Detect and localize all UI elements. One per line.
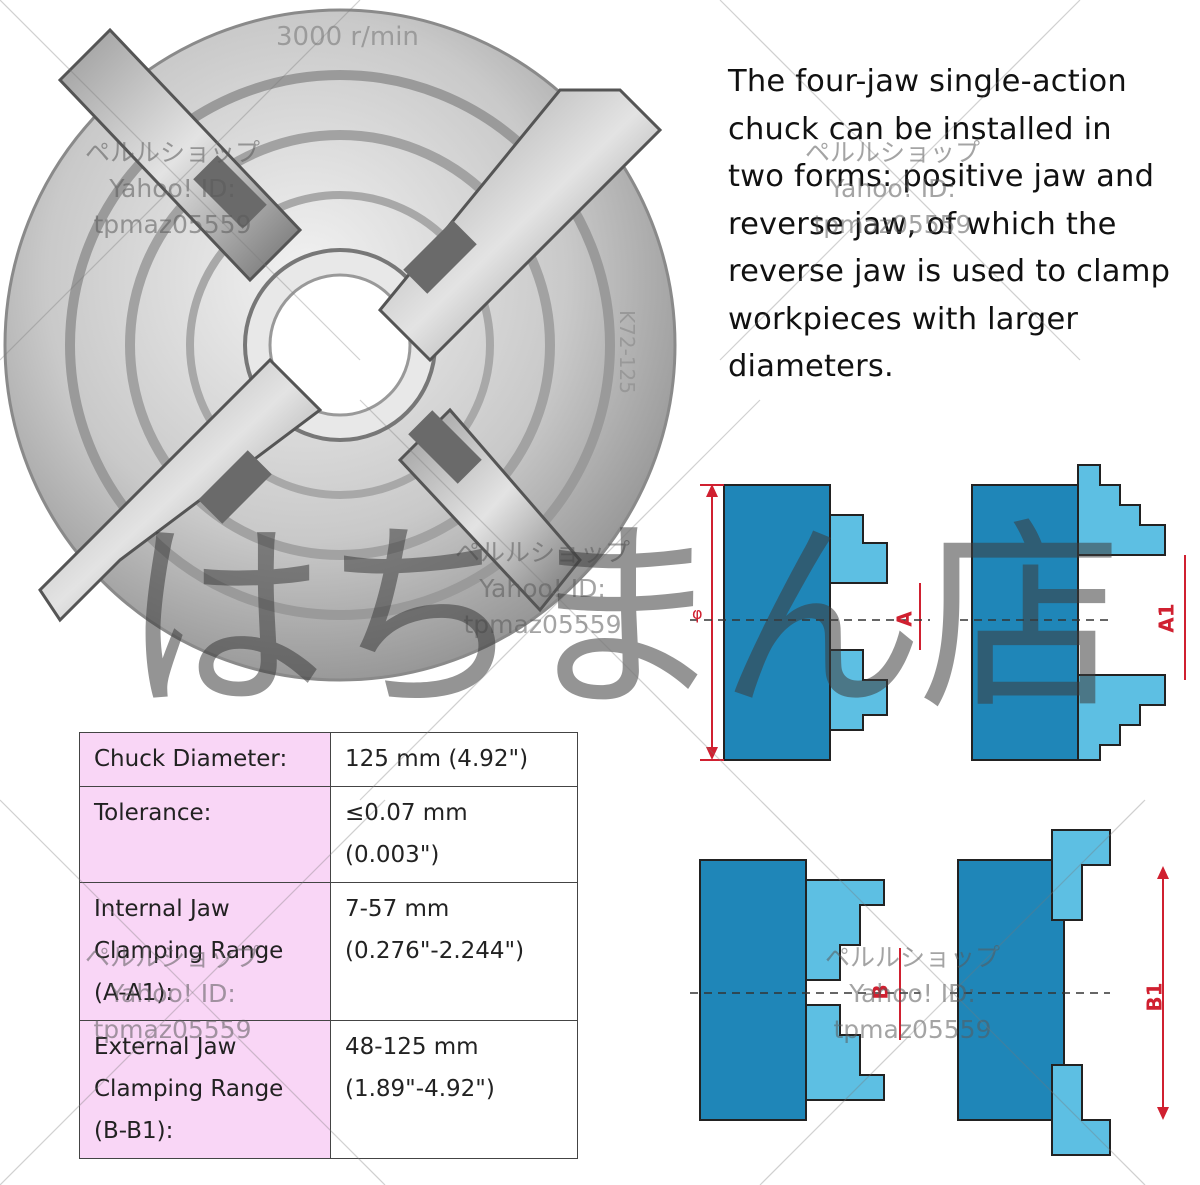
chuck-speed-marking: 3000 r/min — [276, 22, 419, 52]
watermark-yahoo: Yahoo! ID: — [109, 979, 236, 1008]
spec-table: Chuck Diameter: 125 mm (4.92") Tolerance… — [79, 732, 578, 1159]
watermark: ペルルショップ Yahoo! ID: tpmaz05559 — [85, 135, 260, 243]
spec-value: 125 mm (4.92") — [330, 732, 578, 787]
watermark-id: tpmaz05559 — [463, 610, 622, 639]
watermark-shop: ペルルショップ — [85, 138, 261, 167]
watermark-yahoo: Yahoo! ID: — [109, 174, 236, 203]
spec-label: Tolerance: — [79, 786, 331, 883]
watermark-shop: ペルルショップ — [85, 943, 261, 972]
watermark-id: tpmaz05559 — [93, 210, 252, 239]
description-text: The four-jaw single-action chuck can be … — [728, 64, 1171, 384]
table-row: Internal Jaw Clamping Range (A-A1): 7-57… — [79, 882, 578, 1021]
dim-label-a1: A1 — [1154, 603, 1179, 633]
dim-label-b1: B1 — [1142, 982, 1167, 1012]
watermark-id: tpmaz05559 — [833, 1015, 992, 1044]
watermark-yahoo: Yahoo! ID: — [479, 574, 606, 603]
chuck-model-marking: K72-125 — [614, 310, 639, 394]
watermark: ペルルショップ Yahoo! ID: tpmaz05559 — [825, 940, 1000, 1048]
spec-value: ≤0.07 mm (0.003") — [330, 786, 578, 883]
internal-jaw-diagram-right — [960, 464, 1186, 761]
watermark-shop: ペルルショップ — [455, 538, 631, 567]
external-jaw-diagram-right — [950, 829, 1169, 1156]
shop-name-watermark: はちまん店 — [122, 501, 1123, 739]
watermark: ペルルショップ Yahoo! ID: tpmaz05559 — [85, 940, 260, 1048]
watermark: ペルルショップ Yahoo! ID: tpmaz05559 — [805, 135, 980, 243]
internal-jaw-diagram-left — [690, 484, 930, 761]
watermark-shop: ペルルショップ — [825, 943, 1001, 972]
spec-label: Internal Jaw Clamping Range (A-A1): — [79, 882, 331, 1021]
watermark-yahoo: Yahoo! ID: — [829, 174, 956, 203]
watermark-id: tpmaz05559 — [813, 210, 972, 239]
table-row: Chuck Diameter: 125 mm (4.92") — [79, 732, 578, 787]
phi-symbol: φ — [692, 604, 703, 623]
external-jaw-diagram-left — [690, 859, 920, 1121]
table-row: External Jaw Clamping Range (B-B1): 48-1… — [79, 1020, 578, 1159]
watermark-shop: ペルルショップ — [805, 138, 981, 167]
spec-label: External Jaw Clamping Range (B-B1): — [79, 1020, 331, 1159]
spec-value: 7-57 mm (0.276"-2.244") — [330, 882, 578, 1021]
spec-value: 48-125 mm (1.89"-4.92") — [330, 1020, 578, 1159]
watermark: ペルルショップ Yahoo! ID: tpmaz05559 — [455, 535, 630, 643]
table-row: Tolerance: ≤0.07 mm (0.003") — [79, 786, 578, 883]
watermark-yahoo: Yahoo! ID: — [849, 979, 976, 1008]
spec-label: Chuck Diameter: — [79, 732, 331, 787]
watermark-id: tpmaz05559 — [93, 1015, 252, 1044]
